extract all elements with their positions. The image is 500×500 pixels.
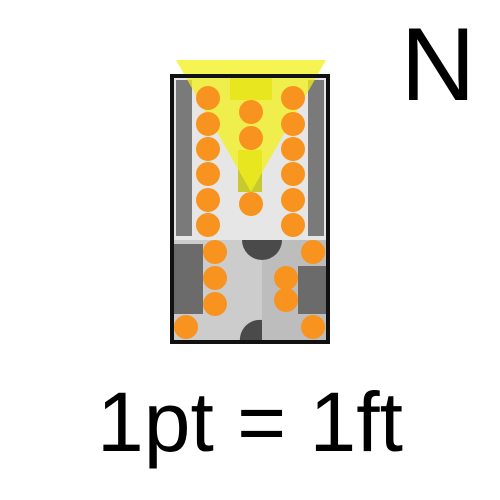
right-block bbox=[298, 266, 328, 314]
person-point bbox=[203, 240, 227, 264]
person-point bbox=[281, 213, 305, 237]
person-point bbox=[174, 315, 198, 339]
person-point bbox=[196, 188, 220, 212]
person-point bbox=[196, 112, 220, 136]
person-point bbox=[239, 100, 263, 124]
person-point bbox=[203, 292, 227, 316]
scale-label: 1pt = 1ft bbox=[97, 375, 403, 469]
person-point bbox=[239, 126, 263, 150]
person-point bbox=[281, 137, 305, 161]
person-point bbox=[274, 288, 298, 312]
person-point bbox=[301, 315, 325, 339]
door-arc-bottom bbox=[239, 319, 262, 342]
person-point bbox=[196, 86, 220, 110]
left-wall bbox=[176, 80, 192, 236]
person-point bbox=[196, 162, 220, 186]
person-point bbox=[203, 266, 227, 290]
point-group bbox=[174, 86, 325, 339]
person-point bbox=[301, 240, 325, 264]
person-point bbox=[274, 266, 298, 290]
person-point bbox=[281, 162, 305, 186]
person-point bbox=[281, 112, 305, 136]
room-outline bbox=[170, 74, 330, 344]
north-label: N bbox=[400, 7, 476, 123]
person-point bbox=[281, 188, 305, 212]
person-point bbox=[239, 192, 263, 216]
door-arc-top bbox=[242, 240, 282, 260]
person-point bbox=[196, 137, 220, 161]
person-point bbox=[196, 213, 220, 237]
person-point bbox=[281, 86, 305, 110]
right-wall bbox=[308, 80, 324, 236]
left-block bbox=[173, 244, 203, 314]
